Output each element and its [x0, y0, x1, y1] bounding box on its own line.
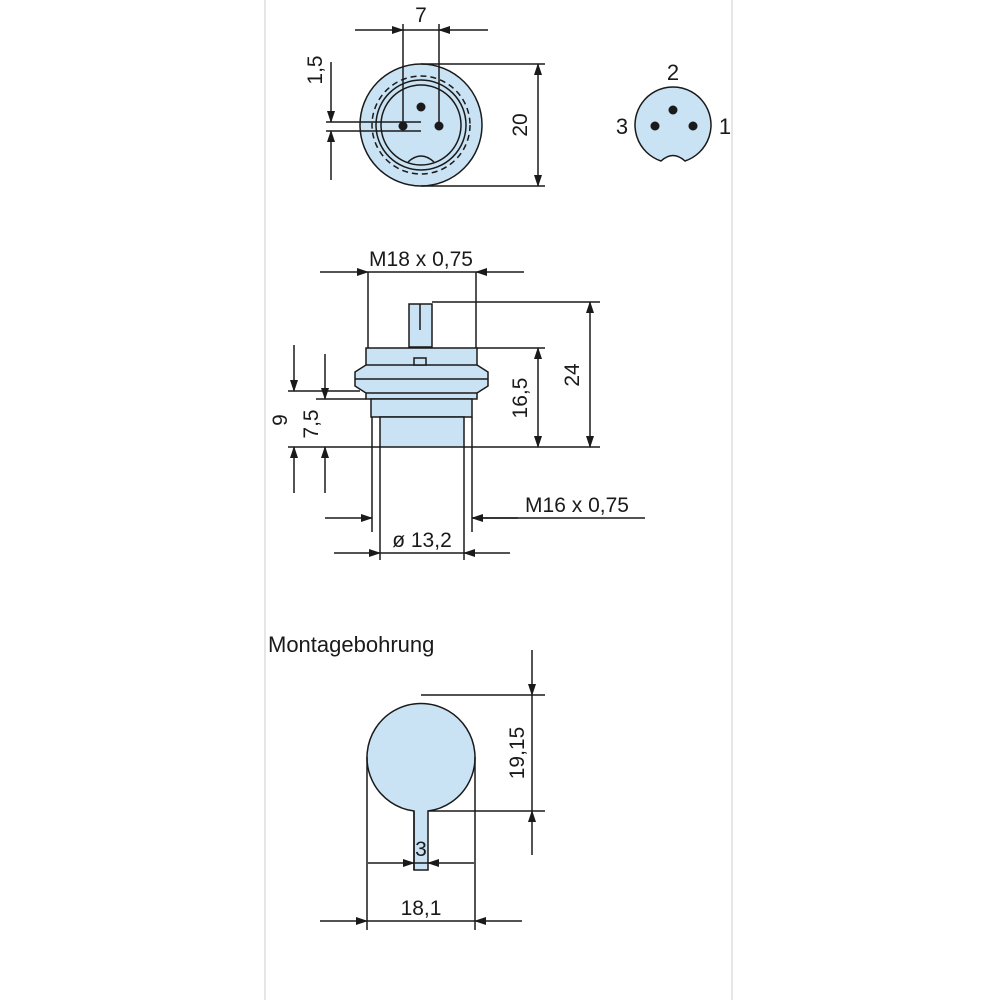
front-view — [326, 24, 545, 187]
front-key-notch — [407, 155, 435, 163]
height-thread-label: 7,5 — [300, 409, 323, 438]
front-thread-ring — [371, 75, 471, 175]
connector-shank — [379, 416, 465, 448]
mounting-hole — [320, 650, 545, 930]
dim-diameter-label: 20 — [509, 113, 532, 136]
dim-pitch-label: 7 — [415, 4, 427, 27]
pin-layout — [634, 86, 712, 162]
front-inner-ring — [375, 79, 467, 171]
thread-top-label: M18 x 0,75 — [369, 248, 473, 271]
mounting-hole-outline — [366, 702, 476, 871]
front-pin-top — [416, 102, 426, 112]
hole-width-label: 18,1 — [401, 897, 442, 920]
height-total-label: 24 — [561, 363, 584, 387]
front-insert — [380, 84, 462, 166]
pin-2-label: 2 — [667, 60, 679, 85]
connector-head — [354, 347, 489, 400]
dim-offset-label: 1,5 — [304, 55, 327, 84]
diameter-bottom-label: ø 13,2 — [392, 529, 452, 552]
hole-height-label: 19,15 — [506, 727, 529, 780]
pin-3-dot — [650, 121, 660, 131]
pin-1-label: 1 — [719, 114, 731, 139]
height-flange-label: 9 — [269, 414, 292, 426]
side-view — [288, 268, 645, 560]
height-body-label: 16,5 — [509, 378, 532, 419]
connector-flange — [370, 398, 473, 418]
slot-width-label: 3 — [415, 838, 427, 861]
pin-2-dot — [668, 105, 678, 115]
pin-layout-outline — [634, 86, 712, 162]
pin-3-label: 3 — [616, 114, 628, 139]
thread-bottom-label: M16 x 0,75 — [525, 494, 629, 517]
pin-1-dot — [688, 121, 698, 131]
mounting-hole-title: Montagebohrung — [268, 632, 434, 657]
